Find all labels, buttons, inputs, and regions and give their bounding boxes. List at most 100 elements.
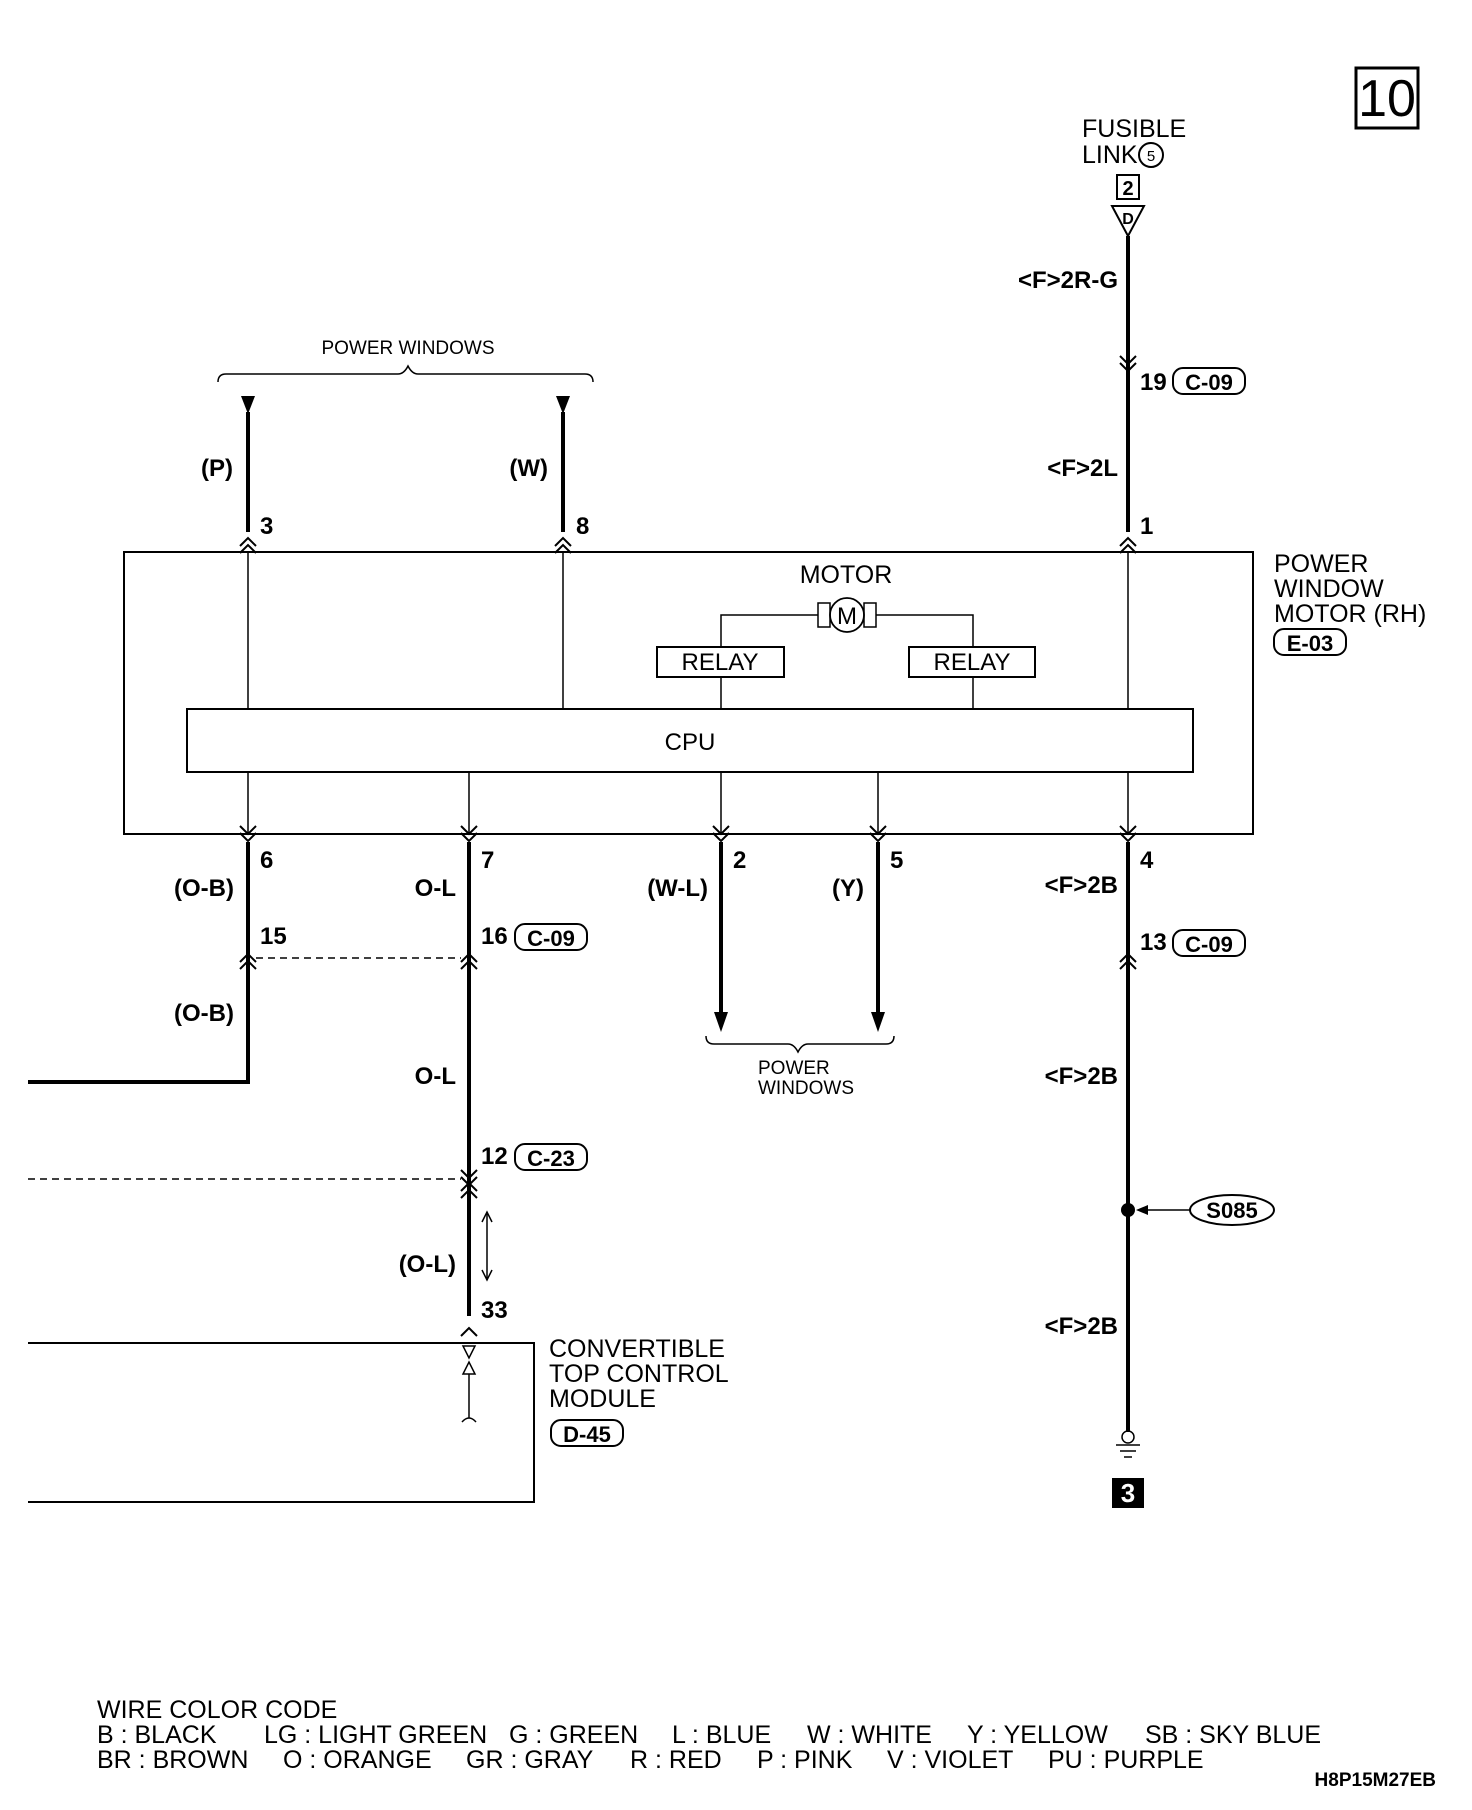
- wire-label-wl: (W-L): [647, 875, 708, 902]
- power-window-motor-box: [123, 551, 1254, 835]
- legend-item: SB : SKY BLUE: [1145, 1721, 1321, 1749]
- connector-c23: [514, 1143, 588, 1171]
- module-pw-line2: WINDOW: [1274, 575, 1384, 603]
- arrow-head-down: [871, 1012, 885, 1032]
- legend-item: G : GREEN: [509, 1721, 638, 1749]
- connector-e03: [1273, 628, 1347, 656]
- cpu-box: [186, 708, 1194, 773]
- power-windows-top-brace: [217, 364, 594, 383]
- pin-12: 12: [481, 1143, 508, 1170]
- motor-brush-left: [817, 602, 831, 628]
- ground-number: 3: [1121, 1478, 1135, 1508]
- legend-item: PU : PURPLE: [1048, 1746, 1204, 1774]
- fusible-link-circle: [1138, 142, 1164, 168]
- splice-dot: [1121, 1203, 1135, 1217]
- relay-left: [656, 646, 785, 678]
- connector-c23-label: C-23: [527, 1146, 575, 1171]
- pin-33: 33: [481, 1297, 508, 1324]
- relay-left-label: RELAY: [682, 649, 759, 676]
- module-ctcm-line1: CONVERTIBLE: [549, 1335, 725, 1363]
- connector-chevron: [239, 536, 257, 547]
- module-input-triangle: [461, 1345, 477, 1360]
- module-ctcm-line2: TOP CONTROL: [549, 1360, 729, 1388]
- relay-right: [908, 646, 1036, 678]
- pin-6: 6: [260, 847, 273, 874]
- connector-chevron: [554, 543, 572, 554]
- wire-label-f2b-b: <F>2B: [1045, 1063, 1118, 1090]
- wire-label-f2l: <F>2L: [1047, 455, 1118, 482]
- pin-13: 13: [1140, 929, 1167, 956]
- connector-chevron: [1119, 536, 1137, 547]
- module-pw-line1: POWER: [1274, 550, 1368, 578]
- fusible-link-line1: FUSIBLE: [1082, 115, 1186, 143]
- arrow-head-down: [714, 1012, 728, 1032]
- connector-d45: [550, 1419, 624, 1447]
- module-input-symbol: [461, 1417, 477, 1423]
- bottom-connectors: [239, 825, 1137, 843]
- connector-c09-top: [1172, 367, 1246, 395]
- module-ctcm-line3: MODULE: [549, 1385, 656, 1413]
- fusible-link-number: 5: [1147, 148, 1155, 165]
- wire-label-ob-b: (O-B): [174, 1000, 234, 1027]
- connector-chevron: [554, 536, 572, 547]
- motor-label: MOTOR: [800, 561, 893, 589]
- convertible-module-box: [28, 1342, 535, 1503]
- wire-label-ob-a: (O-B): [174, 875, 234, 902]
- pin-4: 4: [1140, 847, 1154, 874]
- connector-c09-mid: [514, 923, 588, 951]
- wire-label-ol-a: O-L: [415, 875, 456, 902]
- splice-s085-label: S085: [1206, 1198, 1257, 1223]
- wire-label-f2b-a: <F>2B: [1045, 872, 1118, 899]
- relay-right-label: RELAY: [934, 649, 1011, 676]
- connector-d45-label: D-45: [563, 1422, 611, 1447]
- fusible-link-triangle-letter: D: [1122, 211, 1134, 228]
- legend-item: LG : LIGHT GREEN: [264, 1721, 487, 1749]
- wire-label-w: (W): [509, 455, 548, 482]
- motor-brush-right: [863, 602, 877, 628]
- pin-5: 5: [890, 847, 903, 874]
- ground-icon: [1121, 1430, 1135, 1444]
- wire-label-ol-c: (O-L): [399, 1251, 456, 1278]
- motor-icon: [829, 597, 865, 633]
- connector-c09-mid-label: C-09: [527, 926, 575, 951]
- power-windows-bottom-line2: WINDOWS: [758, 1078, 854, 1099]
- pin-3: 3: [260, 513, 273, 540]
- cpu-label: CPU: [665, 729, 716, 756]
- legend-title: WIRE COLOR CODE: [97, 1696, 337, 1724]
- legend-item: B : BLACK: [97, 1721, 217, 1749]
- fusible-link-box: [1116, 174, 1140, 200]
- pin-8: 8: [576, 513, 589, 540]
- power-windows-bottom-brace: [705, 1035, 895, 1054]
- connector-c09-top-label: C-09: [1185, 370, 1233, 395]
- page-number-box: [1354, 66, 1420, 130]
- connector-c09-bottom: [1172, 929, 1246, 957]
- legend-item: W : WHITE: [807, 1721, 932, 1749]
- wire-label-y: (Y): [832, 875, 864, 902]
- legend-item: O : ORANGE: [283, 1746, 432, 1774]
- fusible-link-line2: LINK: [1082, 141, 1138, 169]
- connector-chevron: [1119, 543, 1137, 554]
- connector-c09-bottom-label: C-09: [1185, 932, 1233, 957]
- legend-item: Y : YELLOW: [967, 1721, 1108, 1749]
- connector-e03-label: E-03: [1287, 631, 1333, 656]
- arrow-head-up: [556, 396, 570, 414]
- wire-label-ol-b: O-L: [415, 1063, 456, 1090]
- arrow-head-up: [241, 396, 255, 414]
- figure-code: H8P15M27EB: [1315, 1770, 1436, 1791]
- connector-chevron: [1119, 362, 1137, 373]
- pin-16: 16: [481, 923, 508, 950]
- module-pw-line3: MOTOR (RH): [1274, 600, 1426, 628]
- connector-chevron: [239, 543, 257, 554]
- pin-19: 19: [1140, 369, 1167, 396]
- connector-chevron: [1119, 355, 1137, 366]
- power-windows-top-label: POWER WINDOWS: [321, 338, 494, 359]
- pin-15: 15: [260, 923, 287, 950]
- fusible-link-triangle: [1110, 205, 1146, 239]
- legend-row1: B : BLACK LG : LIGHT GREEN G : GREEN L :…: [97, 1721, 1321, 1749]
- legend-item: L : BLUE: [672, 1721, 771, 1749]
- fusible-link-box-number: 2: [1122, 178, 1133, 200]
- legend-item: P : PINK: [757, 1746, 853, 1774]
- page-number: 10: [1358, 70, 1416, 128]
- splice-s085-oval: [1189, 1194, 1275, 1226]
- pin-7: 7: [481, 847, 494, 874]
